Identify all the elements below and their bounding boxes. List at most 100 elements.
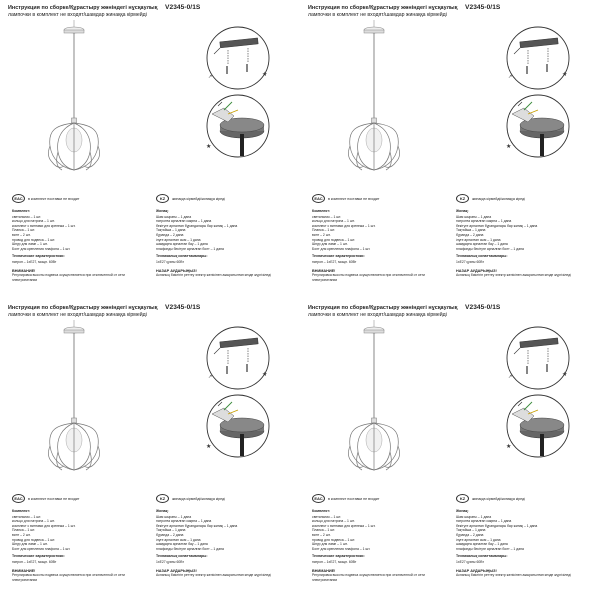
cert-mark-kz: KZ (456, 494, 469, 503)
cert-right-text: жинаққа кірмейді/жинаққа кіреді (472, 196, 525, 201)
list-item: плафонды бекітуге арналған болт – 1 дана (456, 546, 524, 551)
model-number: V2345-0/1S (465, 4, 501, 11)
header-title: Инструкция по сборке/Құрастыру жөніндегі… (8, 5, 158, 11)
ru-tech-title: Технические характеристики: (12, 254, 65, 259)
list-item: провод для подвеса – 1 шт. (12, 537, 56, 542)
cert-mark-kz: KZ (156, 194, 169, 203)
kz-warning-text: Аспаның биіктігін реттеу электр желісіне… (456, 573, 571, 578)
ru-warning-title: ВНИМАНИЕ! (12, 569, 36, 573)
list-item: комплект с винтами для крепежа – 1 шт. (312, 223, 376, 228)
list-item: шамдарға арналған бау – 1 дана (156, 542, 208, 547)
ceiling-mount-diagram: ★ ↗ ★ (206, 326, 270, 458)
ru-warning: ВНИМАНИЕ! Регулировка высоты подвеса осу… (312, 569, 432, 582)
instruction-sheet: Инструкция по сборке/Құрастыру жөніндегі… (8, 304, 298, 594)
list-item: Планка – 1 шт. (312, 228, 336, 233)
list-item: патронға арналған сақина – 1 дана (456, 519, 512, 524)
list-item: патронға арналған сақина – 1 дана (456, 219, 512, 224)
header-subtitle: лампочки в комплект не входят/шамдар жин… (308, 312, 447, 318)
list-item: бұранда – 2 дана (156, 232, 184, 237)
instruction-sheet: Инструкция по сборке/Құрастыру жөніндегі… (308, 4, 598, 294)
list-item: ілуге арналған сым – 1 дана (456, 537, 501, 542)
list-item: комплект с винтами для крепежа – 1 шт. (12, 523, 76, 528)
ru-items: светильник – 1 шт.кольцо для патрона – 1… (12, 515, 132, 552)
arrow-icon: ↗ (508, 374, 512, 380)
header-subtitle: лампочки в комплект не входят/шамдар жин… (308, 12, 447, 18)
instruction-sheet: Инструкция по сборке/Құрастыру жөніндегі… (8, 4, 298, 294)
list-item: винт – 2 шт. (12, 232, 31, 237)
list-item: кольцо для патрона – 1 шт. (12, 219, 55, 224)
sheet-header: Инструкция по сборке/Құрастыру жөніндегі… (308, 304, 598, 318)
list-item: винт – 2 шт. (312, 532, 331, 537)
list-item: Шнур для ламп – 1 шт. (12, 542, 48, 547)
kz-tech-text: 1хE27 қуаты 60Вт (456, 559, 484, 564)
star-icon: ★ (562, 71, 567, 78)
cert-mark-eac: ЕАС (12, 194, 25, 203)
sheet-header: Инструкция по сборке/Құрастыру жөніндегі… (8, 4, 298, 18)
list-item: бекітуге арналған бұрандалары бар жинақ … (156, 523, 238, 528)
lamp-illustration (48, 320, 100, 471)
lamp-illustration (348, 320, 400, 471)
svg-text:★: ★ (506, 143, 511, 150)
kz-warning: НАЗАР АУДАРЫҢЫЗ! Аспаның биіктігін ретте… (456, 569, 576, 578)
kz-tech-title: Техникалық сипаттамалары: (456, 554, 508, 559)
cert-left-text: в комплект поставки не входит (28, 496, 80, 501)
star-icon: ★ (262, 371, 267, 378)
ru-contents: Комплект: светильник – 1 шт.кольцо для п… (312, 209, 432, 265)
cert-mark-eac: ЕАС (12, 494, 25, 503)
model-number: V2345-0/1S (165, 4, 201, 11)
svg-text:★: ★ (206, 443, 211, 450)
list-item: бекітуге арналған бұрандалары бар жинақ … (156, 223, 238, 228)
list-item: патронға арналған сақина – 1 дана (156, 219, 212, 224)
list-item: бекітуге арналған бұрандалары бар жинақ … (456, 223, 538, 228)
list-item: Болт для крепления плафона – 1 шт. (12, 546, 71, 551)
list-item: Тақтайша – 1 дана (456, 528, 486, 533)
list-item: шамдарға арналған бау – 1 дана (456, 242, 508, 247)
list-item: Болт для крепления плафона – 1 шт. (12, 246, 71, 251)
kz-warning-text: Аспаның биіктігін реттеу электр желісіне… (456, 273, 571, 278)
ru-tech-title: Технические характеристики: (312, 554, 365, 559)
arrow-icon: ↗ (208, 74, 212, 80)
list-item: бекітуге арналған бұрандалары бар жинақ … (456, 523, 538, 528)
list-item: Шам шырағы – 1 дана (456, 514, 492, 519)
cert-right-text: жинаққа кірмейді/жинаққа кіреді (472, 496, 525, 501)
kz-contents-title: Жинақ: (456, 209, 469, 213)
sheet-header: Инструкция по сборке/Құрастыру жөніндегі… (8, 304, 298, 318)
kz-tech-text: 1хE27 қуаты 60Вт (156, 259, 184, 264)
kz-warning-title: НАЗАР АУДАРЫҢЫЗ! (156, 569, 197, 573)
ru-contents: Комплект: светильник – 1 шт.кольцо для п… (12, 509, 132, 565)
ceiling-mount-diagram: ★ ↗ ★ (506, 26, 570, 158)
kz-warning: НАЗАР АУДАРЫҢЫЗ! Аспаның биіктігін ретте… (156, 569, 276, 578)
ru-contents-title: Комплект: (12, 509, 31, 513)
cert-mark-kz: KZ (456, 194, 469, 203)
list-item: кольцо для патрона – 1 шт. (12, 519, 55, 524)
list-item: бұранда – 2 дана (156, 532, 184, 537)
ru-warning: ВНИМАНИЕ! Регулировка высоты подвеса осу… (312, 269, 432, 282)
ru-warning: ВНИМАНИЕ! Регулировка высоты подвеса осу… (12, 269, 132, 282)
list-item: Шнур для ламп – 1 шт. (12, 242, 48, 247)
ru-warning-text: Регулировка высоты подвеса осуществляетс… (312, 273, 425, 282)
kz-contents-title: Жинақ: (156, 209, 169, 213)
list-item: светильник – 1 шт. (12, 214, 42, 219)
cert-left-text: в комплект поставки не входит (28, 196, 80, 201)
ru-tech-text: патрон – 1хE27, мощн. 60Вт (12, 259, 57, 264)
ceiling-mount-diagram: ★ ↗ ★ (206, 26, 270, 158)
kz-warning-text: Аспаның биіктігін реттеу электр желісіне… (156, 573, 271, 578)
cert-right-text: жинаққа кірмейді/жинаққа кіреді (172, 496, 225, 501)
certification-row: ЕАС в комплект поставки не входит KZ жин… (308, 194, 598, 206)
arrow-icon: ↗ (508, 74, 512, 80)
header-subtitle: лампочки в комплект не входят/шамдар жин… (8, 12, 147, 18)
star-icon: ★ (262, 71, 267, 78)
header-title: Инструкция по сборке/Құрастыру жөніндегі… (8, 305, 158, 311)
list-item: Планка – 1 шт. (12, 528, 36, 533)
kz-warning: НАЗАР АУДАРЫҢЫЗ! Аспаның биіктігін ретте… (156, 269, 276, 278)
cert-right-text: жинаққа кірмейді/жинаққа кіреді (172, 196, 225, 201)
ru-warning-text: Регулировка высоты подвеса осуществляетс… (12, 573, 125, 582)
list-item: светильник – 1 шт. (312, 514, 342, 519)
kz-warning-text: Аспаның биіктігін реттеу электр желісіне… (156, 273, 271, 278)
